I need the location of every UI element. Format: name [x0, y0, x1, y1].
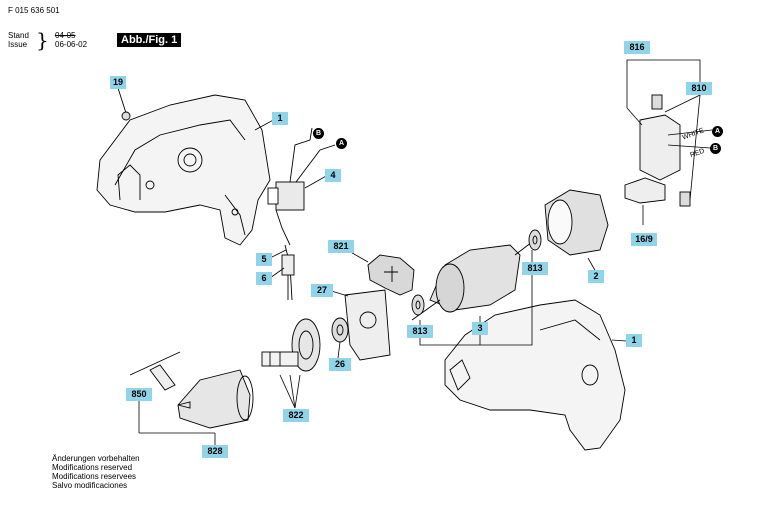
part-label-1-housing: 1 [626, 334, 642, 347]
modifications-line: Modifications reservees [52, 472, 137, 481]
part-label-1-housing-half: 1 [272, 112, 288, 125]
modifications-line: Salvo modificaciones [52, 481, 128, 490]
part-label-821: 821 [328, 240, 354, 253]
bearing [411, 294, 425, 316]
modifications-line: Änderungen vorbehalten [52, 454, 140, 463]
stand-value: 04-05 [55, 31, 76, 40]
modifications-notice: Änderungen vorbehalten Modifications res… [52, 454, 140, 490]
field-coil [544, 189, 609, 256]
part-label-816: 816 [624, 41, 650, 54]
part-label-850: 850 [126, 388, 152, 401]
part-label-5: 5 [256, 253, 272, 266]
part-label-2: 2 [588, 270, 604, 283]
part-label-27: 27 [311, 284, 333, 297]
switch [267, 127, 336, 246]
part-label-822: 822 [283, 409, 309, 422]
brace-symbol: } [36, 28, 49, 52]
leader-lines [138, 59, 701, 445]
brush-holder [624, 94, 691, 207]
issue-value: 06-06-02 [55, 40, 88, 49]
chuck-key [129, 351, 181, 391]
screw [117, 87, 131, 121]
issue-label: Issue [8, 40, 28, 49]
cable-sleeve [281, 244, 295, 301]
bearing [528, 229, 542, 251]
wire-leads [667, 129, 713, 149]
armature [411, 241, 533, 321]
stand-label: Stand [8, 31, 29, 40]
selector-knob [367, 254, 415, 296]
wire-marker-b-left: B [313, 128, 324, 139]
figure-title: Abb./Fig. 1 [117, 33, 182, 47]
wire-marker-a-left: A [336, 138, 347, 149]
part-label-19: 19 [110, 76, 126, 89]
document-code: F 015 636 501 [8, 6, 60, 15]
gear-plate [344, 289, 391, 361]
part-label-813-front: 813 [407, 325, 433, 338]
part-label-4: 4 [325, 169, 341, 182]
spindle-gear [261, 318, 321, 372]
housing-half-left [96, 94, 271, 246]
part-label-26: 26 [329, 358, 351, 371]
part-label-3: 3 [472, 322, 488, 335]
part-label-810: 810 [686, 82, 712, 95]
drill-chuck [177, 369, 254, 429]
housing-assembled [444, 299, 626, 451]
wire-marker-a-right: A [712, 126, 723, 137]
part-label-813-rear: 813 [522, 262, 548, 275]
part-label-828: 828 [202, 445, 228, 458]
wire-marker-b-right: B [710, 143, 721, 154]
modifications-line: Modifications reserved [52, 463, 133, 472]
part-label-6: 6 [256, 272, 272, 285]
part-label-16-9: 16/9 [631, 233, 657, 246]
pinion-gear [331, 317, 349, 343]
